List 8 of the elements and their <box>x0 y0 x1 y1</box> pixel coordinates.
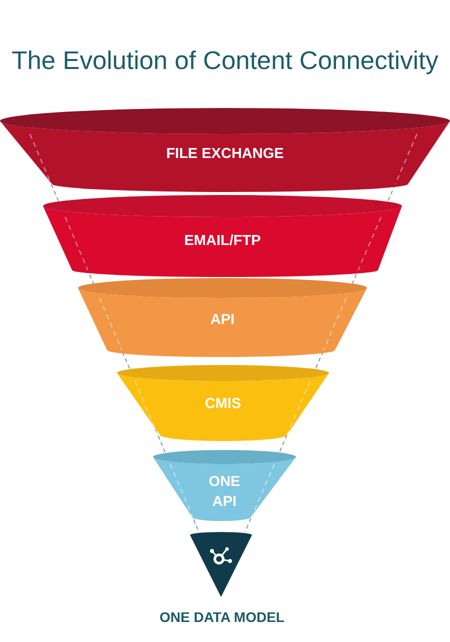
tier-label: CMIS <box>204 395 242 414</box>
diagram-title: The Evolution of Content Connectivity <box>12 46 438 77</box>
tier-label: ONE API <box>208 473 240 512</box>
node-caption: ONE DATA MODEL <box>160 608 284 626</box>
funnel-tip-triangle <box>190 532 252 597</box>
tier-label: EMAIL/FTP <box>184 232 261 251</box>
tier-label: API <box>210 311 235 330</box>
tier-label: FILE EXCHANGE <box>166 145 284 164</box>
